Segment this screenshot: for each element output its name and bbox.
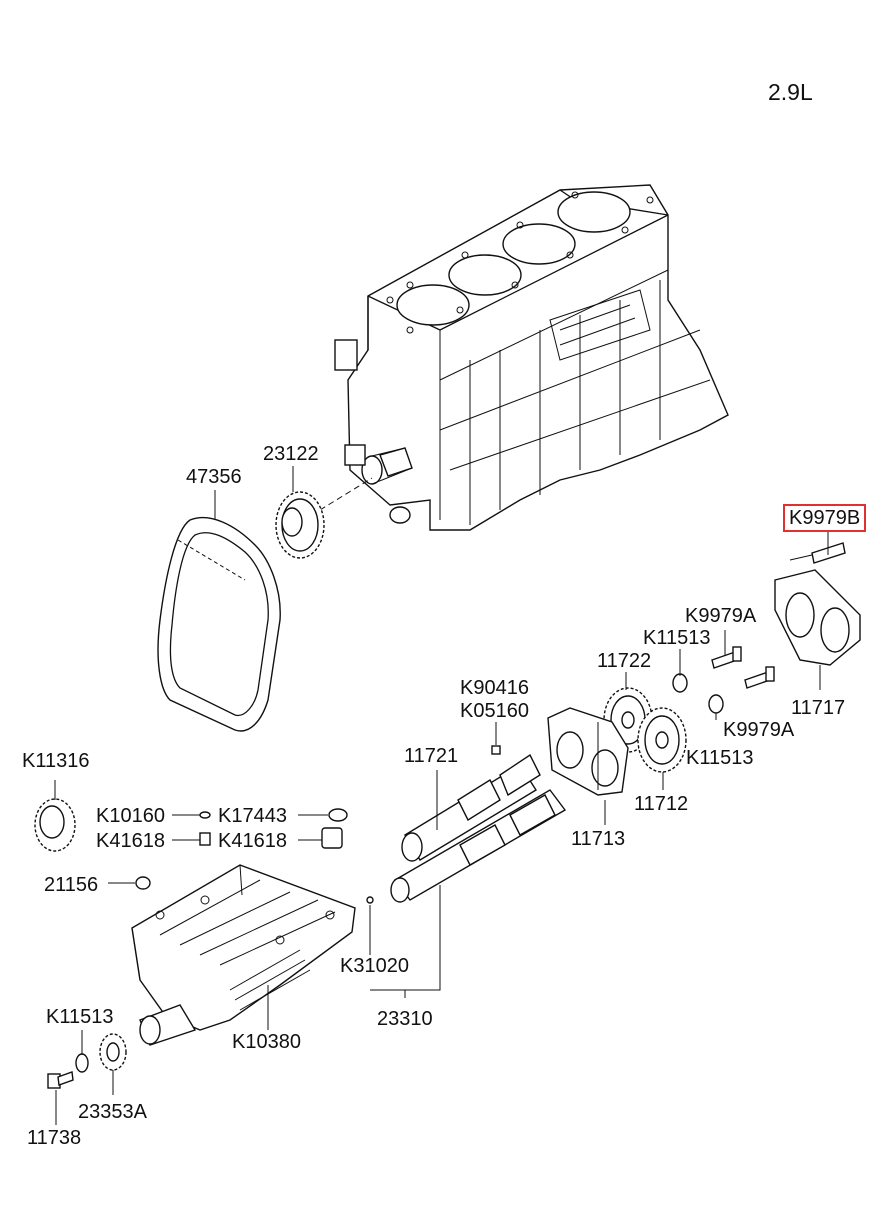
part-label-k9979a-bottom[interactable]: K9979A bbox=[723, 719, 795, 741]
pin-k90416 bbox=[491, 745, 501, 755]
timing-chain bbox=[157, 516, 281, 732]
part-label-23122[interactable]: 23122 bbox=[263, 443, 319, 465]
part-label-11738[interactable]: 11738 bbox=[27, 1127, 82, 1149]
leader-lines bbox=[54, 466, 829, 1125]
part-label-k9979a-top[interactable]: K9979A bbox=[685, 605, 757, 627]
dowel-k41618-left bbox=[199, 832, 211, 846]
part-label-k31020[interactable]: K31020 bbox=[340, 955, 409, 977]
bolt-k9979a-bottom bbox=[744, 666, 775, 689]
plug-21156 bbox=[135, 876, 151, 890]
part-label-23310[interactable]: 23310 bbox=[377, 1008, 433, 1030]
part-label-k41618-right[interactable]: K41618 bbox=[218, 830, 287, 852]
part-label-11717[interactable]: 11717 bbox=[791, 697, 846, 719]
o-ring-k10160 bbox=[199, 811, 211, 819]
part-label-k11513-mid[interactable]: K11513 bbox=[686, 747, 754, 769]
bolt-k9979a-top bbox=[711, 646, 742, 669]
washer-mid bbox=[708, 694, 724, 714]
washer-bottom bbox=[75, 1053, 89, 1073]
washer-top bbox=[672, 673, 688, 693]
part-label-11712[interactable]: 11712 bbox=[634, 793, 689, 815]
part-label-k11513-bottom[interactable]: K11513 bbox=[46, 1006, 114, 1028]
part-label-11721[interactable]: 11721 bbox=[404, 745, 459, 767]
part-label-21156[interactable]: 21156 bbox=[44, 874, 99, 896]
part-label-k11513-top[interactable]: K11513 bbox=[643, 627, 711, 649]
sprocket-k11316 bbox=[34, 798, 76, 852]
part-label-k90416[interactable]: K90416 bbox=[460, 677, 529, 699]
gear-11712 bbox=[637, 707, 687, 773]
cover-plate bbox=[774, 542, 861, 666]
part-label-k05160[interactable]: K05160 bbox=[460, 700, 529, 722]
gear-23353a bbox=[99, 1033, 127, 1071]
lower-housing bbox=[131, 864, 356, 1046]
part-label-k10160[interactable]: K10160 bbox=[96, 805, 165, 827]
balance-shaft-upper bbox=[401, 753, 541, 862]
part-label-47356[interactable]: 47356 bbox=[186, 466, 242, 488]
crank-centerline bbox=[319, 477, 373, 511]
balance-shaft-lower bbox=[390, 789, 567, 903]
part-label-11713[interactable]: 11713 bbox=[571, 828, 626, 850]
part-label-23353a[interactable]: 23353A bbox=[78, 1101, 147, 1123]
engine-size-label: 2.9L bbox=[768, 79, 813, 105]
gasket-plate bbox=[547, 707, 629, 796]
part-label-k10380[interactable]: K10380 bbox=[232, 1031, 301, 1053]
bolt-11738 bbox=[47, 1071, 74, 1089]
o-ring-k17443 bbox=[328, 808, 348, 822]
part-label-11722[interactable]: 11722 bbox=[597, 650, 652, 672]
engine-block bbox=[334, 184, 729, 531]
dowel-k41618-right bbox=[321, 827, 343, 849]
part-label-k11316[interactable]: K11316 bbox=[22, 750, 90, 772]
crank-sprocket bbox=[275, 491, 325, 559]
part-label-k41618-left[interactable]: K41618 bbox=[96, 830, 165, 852]
part-label-k17443[interactable]: K17443 bbox=[218, 805, 287, 827]
pin-k31020 bbox=[366, 896, 374, 904]
part-label-k9979b-highlighted[interactable]: K9979B bbox=[783, 504, 867, 532]
